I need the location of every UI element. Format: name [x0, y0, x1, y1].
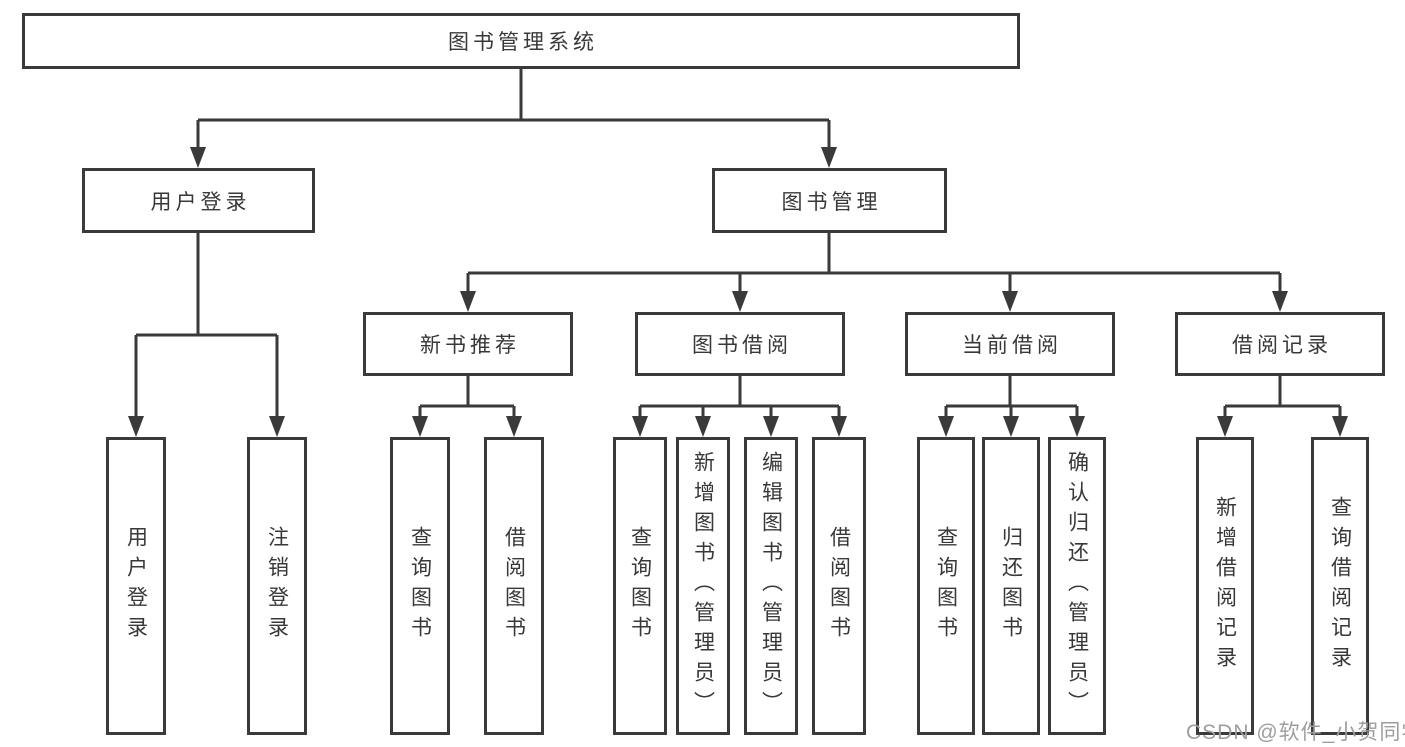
leaf-user-login: 用户登录: [106, 437, 166, 735]
node-current-borrow: 当前借阅: [905, 312, 1115, 376]
leaf-return-books: 归还图书: [982, 437, 1040, 735]
node-book-management: 图书管理: [712, 168, 947, 233]
leaf-borrow-books-recommend: 借阅图书: [484, 437, 544, 735]
leaf-edit-books-admin: 编辑图书（管理员）: [744, 437, 798, 735]
node-new-book-recommend: 新书推荐: [363, 312, 573, 376]
node-user-login: 用户登录: [82, 168, 315, 233]
leaf-add-borrow-record: 新增借阅记录: [1196, 437, 1254, 735]
leaf-query-books-current: 查询图书: [917, 437, 975, 735]
node-root-library-system: 图书管理系统: [22, 13, 1020, 69]
node-borrow-records: 借阅记录: [1175, 312, 1385, 376]
leaf-confirm-return-admin: 确认归还（管理员）: [1048, 437, 1106, 735]
leaf-add-books-admin: 新增图书（管理员）: [676, 437, 730, 735]
leaf-logout: 注销登录: [247, 437, 307, 735]
leaf-query-books-recommend: 查询图书: [390, 437, 450, 735]
leaf-query-borrow-record: 查询借阅记录: [1311, 437, 1369, 735]
node-book-borrow: 图书借阅: [635, 312, 845, 376]
leaf-query-books-borrow: 查询图书: [613, 437, 667, 735]
leaf-borrow-books: 借阅图书: [812, 437, 866, 735]
csdn-watermark: CSDN @软件_小贺同学: [1186, 721, 1405, 744]
